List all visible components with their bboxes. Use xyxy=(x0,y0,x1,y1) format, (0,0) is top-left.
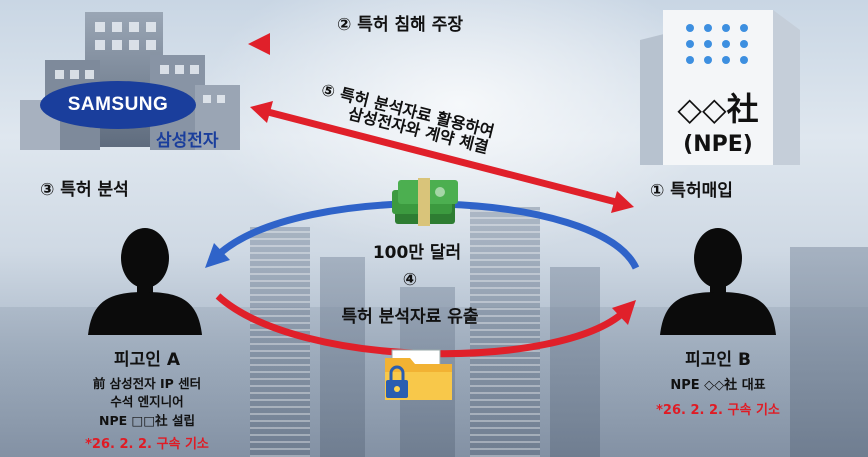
background-building xyxy=(250,227,310,457)
defendant-a-line2: 수석 엔지니어 xyxy=(110,394,184,409)
samsung-logo-oval xyxy=(40,81,196,129)
defendant-b-title: 피고인 B xyxy=(685,350,751,370)
background-building xyxy=(470,207,540,457)
arrow-contract-conclusion-head-right xyxy=(611,191,634,213)
defendant-a-silhouette-icon xyxy=(88,228,202,335)
arrow-contract-conclusion xyxy=(267,108,617,206)
defendant-a-line1: 前 삼성전자 IP 센터 xyxy=(92,376,202,391)
npe-company-name: ◇◇社 xyxy=(677,90,759,128)
arrow-contract-conclusion-head-left xyxy=(250,101,273,123)
background-windows xyxy=(250,230,310,457)
samsung-name-label: 삼성전자 xyxy=(156,131,219,151)
arrow-money-transfer-head xyxy=(205,243,230,268)
step4-label: 특허 분석자료 유출 xyxy=(341,307,479,327)
defendant-b-silhouette-icon xyxy=(660,228,776,335)
money-stack-icon xyxy=(392,178,458,226)
defendant-a-status: *26. 2. 2. 구속 기소 xyxy=(85,437,209,452)
step3-label: ③ 특허 분석 xyxy=(40,180,129,200)
background-building xyxy=(550,267,600,457)
background-building xyxy=(790,247,868,457)
background-building xyxy=(320,257,365,457)
money-amount-label: 100만 달러 xyxy=(372,243,462,263)
npe-building-icon xyxy=(640,10,800,165)
folder-lock-icon xyxy=(385,349,452,400)
arrow-patent-infringement-claim-head xyxy=(248,33,270,55)
step1-label: ① 특허매입 xyxy=(650,181,733,201)
background-windows xyxy=(470,210,540,457)
samsung-logo-text: SAMSUNG xyxy=(67,94,169,115)
defendant-a-line3: NPE □□社 설립 xyxy=(99,413,195,428)
defendant-a-title: 피고인 A xyxy=(114,350,180,370)
defendant-b-status: *26. 2. 2. 구속 기소 xyxy=(656,403,780,418)
defendant-b-line1: NPE ◇◇社 대표 xyxy=(670,378,766,393)
npe-label: (NPE) xyxy=(683,132,753,157)
step2-label: ② 특허 침해 주장 xyxy=(337,15,463,35)
step4-number: ④ xyxy=(402,270,418,290)
arrow-data-leak-head xyxy=(612,300,636,325)
